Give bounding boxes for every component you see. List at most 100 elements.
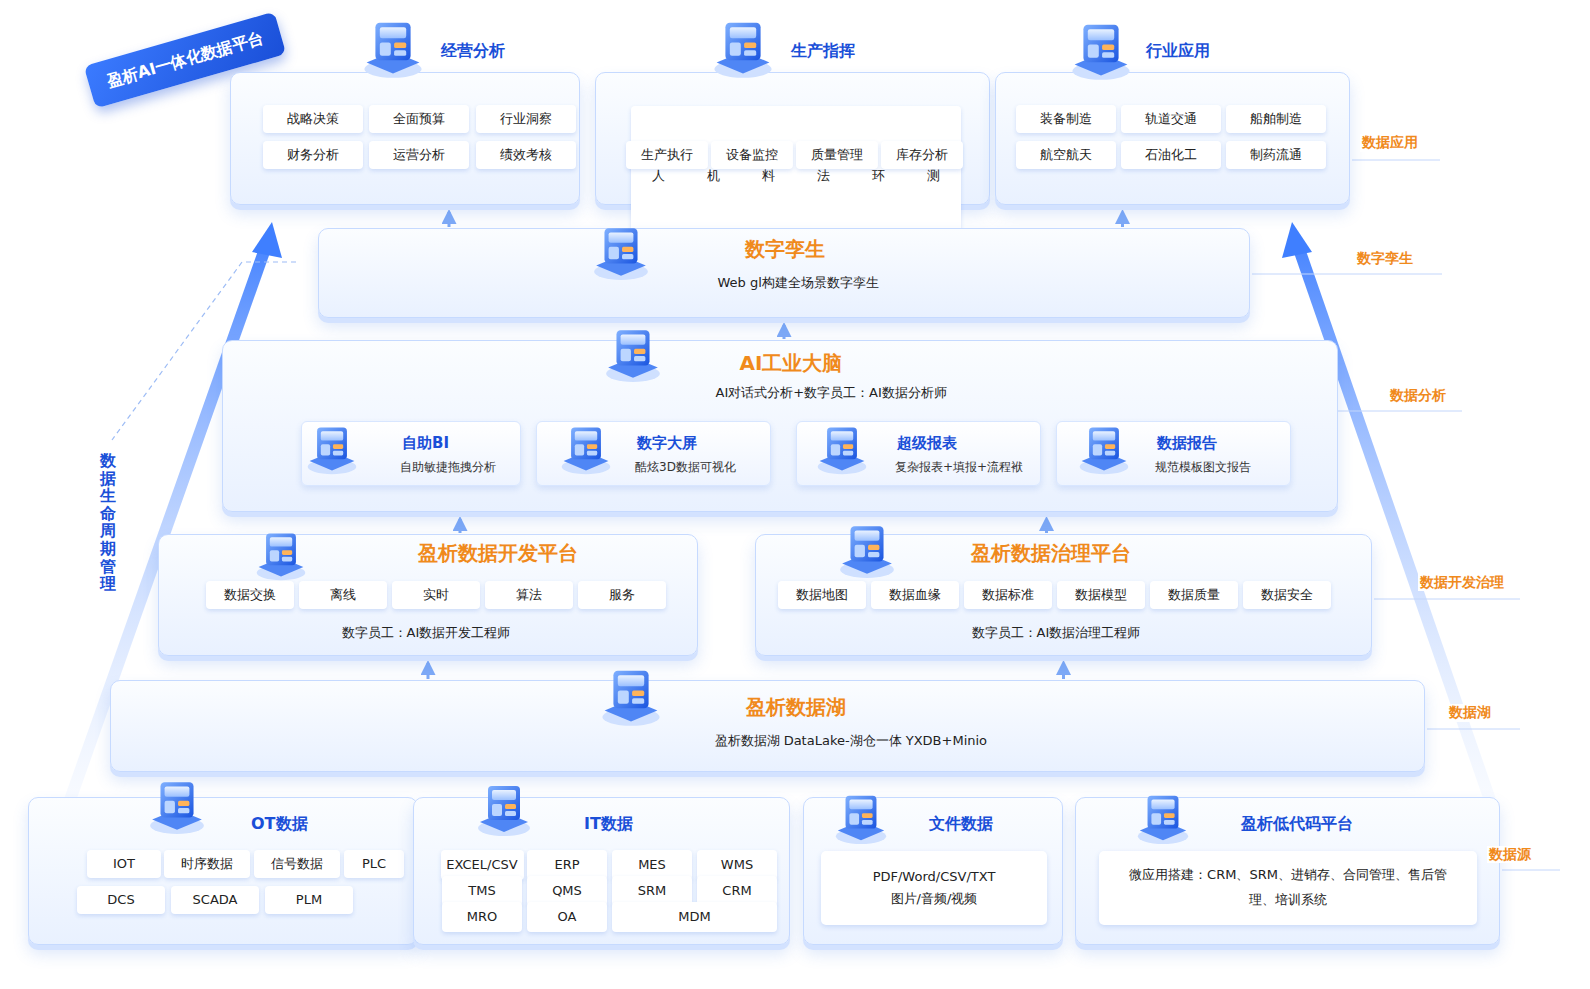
icon bbox=[1138, 796, 1188, 844]
item-chip: 装备制造 bbox=[1016, 105, 1116, 133]
text-label: 法 bbox=[817, 168, 830, 184]
item-chip: 信号数据 bbox=[254, 850, 340, 878]
layer-label: 数字孪生 bbox=[1355, 250, 1415, 268]
item-chip: 时序数据 bbox=[164, 850, 250, 878]
text-label: 经营分析 bbox=[441, 41, 505, 61]
flow-arrow bbox=[459, 519, 462, 533]
icon bbox=[308, 427, 357, 474]
text-label: MRO bbox=[467, 909, 497, 925]
text-label: 机 bbox=[707, 168, 720, 184]
text-label: 数字大屏 bbox=[637, 434, 697, 453]
flow-arrow bbox=[1045, 519, 1048, 533]
text-label: 盈析数据开发平台 bbox=[418, 541, 578, 566]
layer-panel: 行业应用装备制造轨道交通船舶制造航空航天石油化工制药流通 bbox=[995, 72, 1350, 205]
layer-panel: 盈析低代码平台微应用搭建：CRM、SRM、进销存、合同管理、售后管理、培训系统 bbox=[1075, 797, 1500, 945]
text-label: 信号数据 bbox=[271, 856, 323, 872]
text-label: 船舶制造 bbox=[1250, 111, 1302, 127]
text-label: 生产执行 bbox=[641, 147, 693, 163]
text-label: OA bbox=[558, 909, 577, 925]
text-label: 航空航天 bbox=[1040, 147, 1092, 163]
item-chip: 服务 bbox=[578, 581, 666, 609]
text-label: 实时 bbox=[423, 587, 449, 603]
lifecycle-arrow-head bbox=[1282, 222, 1312, 258]
text-label: QMS bbox=[552, 883, 582, 899]
item-chip: 数据血缘 bbox=[871, 581, 959, 609]
text-label: ERP bbox=[554, 857, 579, 873]
item-chip: 数据质量 bbox=[1150, 581, 1238, 609]
layer-panel: 盈析数据湖盈析数据湖 DataLake-湖仓一体 YXDB+Minio bbox=[110, 680, 1425, 772]
item-chip: 算法 bbox=[485, 581, 573, 609]
text-label: 复杂报表+填报+流程袱 bbox=[895, 460, 1023, 475]
layer-panel: OT数据IOT时序数据信号数据PLCDCSSCADAPLM bbox=[28, 797, 418, 945]
content-box: PDF/Word/CSV/TXT图片/音频/视频 bbox=[821, 851, 1047, 925]
text-label: 规范模板图文报告 bbox=[1155, 460, 1251, 475]
text-label: 图片/音频/视频 bbox=[891, 891, 978, 907]
item-chip: PLM bbox=[265, 886, 353, 914]
layer-panel: 盈析数据治理平台数字员工：AI数据治理工程师数据地图数据血缘数据标准数据模型数据… bbox=[755, 534, 1372, 656]
item-chip: 质量管理 bbox=[796, 141, 878, 169]
text-label: 盈析数据治理平台 bbox=[971, 541, 1131, 566]
text-label: 财务分析 bbox=[287, 147, 339, 163]
text-label: DCS bbox=[107, 892, 134, 908]
flow-arrow bbox=[1062, 663, 1065, 679]
item-chip: PLC bbox=[344, 850, 404, 878]
module-card: 数字大屏酷炫3D数据可视化 bbox=[536, 421, 771, 486]
text-label: 自助BI bbox=[402, 434, 449, 453]
layer-panel: 文件数据PDF/Word/CSV/TXT图片/音频/视频 bbox=[803, 797, 1063, 945]
icon bbox=[606, 330, 660, 382]
text-label: 时序数据 bbox=[181, 856, 233, 872]
text-label: SRM bbox=[638, 883, 667, 899]
item-chip: DCS bbox=[77, 886, 165, 914]
text-label: EXCEL/CSV bbox=[446, 857, 517, 873]
text-label: 数据安全 bbox=[1261, 587, 1313, 603]
text-label: 超级报表 bbox=[897, 434, 957, 453]
text-label: 数据交换 bbox=[224, 587, 276, 603]
text-label: 行业洞察 bbox=[500, 111, 552, 127]
icon bbox=[364, 23, 421, 78]
text-label: 库存分析 bbox=[896, 147, 948, 163]
text-label: 设备监控 bbox=[726, 147, 778, 163]
item-chip: 数据安全 bbox=[1243, 581, 1331, 609]
text-label: 数据报告 bbox=[1157, 434, 1217, 453]
item-chip: IOT bbox=[87, 850, 161, 878]
text-label: 质量管理 bbox=[811, 147, 863, 163]
icon bbox=[836, 796, 886, 844]
content-box: 微应用搭建：CRM、SRM、进销存、合同管理、售后管理、培训系统 bbox=[1099, 851, 1477, 925]
module-card: 自助BI 自助敏捷拖拽分析 bbox=[301, 421, 521, 486]
flow-arrow bbox=[448, 212, 451, 227]
text-label: 制药流通 bbox=[1250, 147, 1302, 163]
text-label: 服务 bbox=[609, 587, 635, 603]
layer-label: 数据湖 bbox=[1447, 704, 1493, 722]
item-chip: 财务分析 bbox=[263, 141, 363, 169]
icon bbox=[594, 228, 648, 280]
text-label: 环 bbox=[872, 168, 885, 184]
layer-panel: 盈析数据开发平台数字员工：AI数据开发工程师数据交换离线实时算法服务 bbox=[158, 534, 698, 656]
text-label: TMS bbox=[468, 883, 495, 899]
text-label: 战略决策 bbox=[287, 111, 339, 127]
text-label: 数据模型 bbox=[1075, 587, 1127, 603]
text-label: PLM bbox=[296, 892, 322, 908]
text-label: CRM bbox=[722, 883, 751, 899]
text-label: 自助敏捷拖拽分析 bbox=[400, 460, 496, 475]
text-label: 数字孪生 bbox=[745, 237, 825, 262]
icon bbox=[257, 533, 306, 580]
item-chip: 库存分析 bbox=[881, 141, 963, 169]
text-label: 酷炫3D数据可视化 bbox=[635, 460, 736, 475]
text-label: IOT bbox=[113, 856, 135, 872]
text-label: 盈析数据湖 bbox=[746, 695, 846, 720]
item-chip: 石油化工 bbox=[1121, 141, 1221, 169]
icon bbox=[840, 526, 894, 578]
text-label: 全面预算 bbox=[393, 111, 445, 127]
item-chip: 运营分析 bbox=[369, 141, 469, 169]
text-label: 数据地图 bbox=[796, 587, 848, 603]
item-chip: 船舶制造 bbox=[1226, 105, 1326, 133]
item-chip: 轨道交通 bbox=[1121, 105, 1221, 133]
label-layer: 数据应用数字孪生数据分析数据开发治理数据湖数据源数据生命周期管理 bbox=[0, 0, 88, 246]
text-label: 数字员工：AI数据开发工程师 bbox=[342, 625, 511, 641]
item-chip: 数据模型 bbox=[1057, 581, 1145, 609]
lifecycle-arrow-head bbox=[252, 222, 282, 258]
factor-strip: 人机料法环测 bbox=[631, 106, 961, 246]
text-label: 轨道交通 bbox=[1145, 111, 1197, 127]
text-label: 运营分析 bbox=[393, 147, 445, 163]
